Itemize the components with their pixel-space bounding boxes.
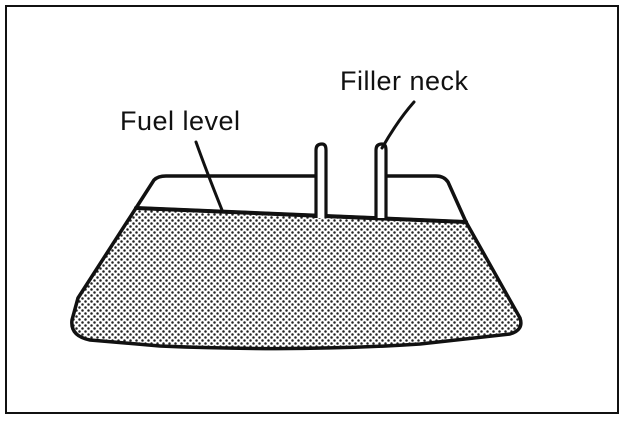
filler-neck-left-wall [314, 142, 328, 218]
fuel-body [70, 206, 523, 351]
fuel-level-label: Fuel level [120, 106, 241, 136]
fuel-level-leader-line [194, 140, 224, 212]
tank-upper-outline [134, 174, 468, 224]
filler-neck-right-wall [374, 142, 388, 218]
filler-neck-leader-line [380, 100, 416, 150]
filler-neck-label: Filler neck [340, 66, 469, 96]
fuel-level-line [134, 206, 468, 224]
